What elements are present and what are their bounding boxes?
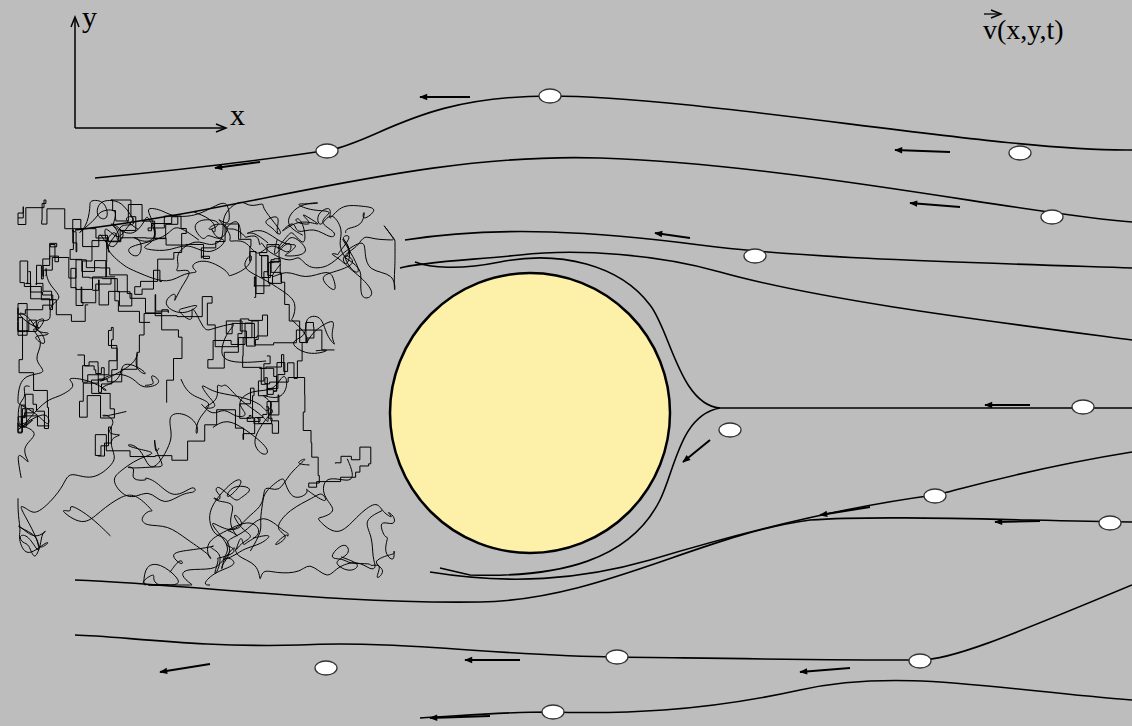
wake-trajectory [95, 388, 279, 460]
axis-label: x [230, 100, 245, 130]
wake-trajectory [145, 203, 291, 254]
wake-trajectory [63, 495, 268, 559]
flow-arrows [160, 97, 1040, 718]
wake-trajectory [101, 224, 335, 354]
wake-trajectory [18, 200, 186, 294]
wake-trajectory [18, 354, 159, 478]
coordinate-axes [75, 18, 225, 128]
wake-trajectory [208, 315, 371, 487]
velocity-label: v(x,y,t) [983, 16, 1064, 44]
vector-arrow [984, 13, 1000, 14]
wake-trajectory [201, 377, 286, 455]
tracer-particles [315, 89, 1121, 719]
axis-label: y [82, 2, 97, 32]
streamlines [75, 96, 1132, 718]
wake-trajectory [114, 379, 208, 501]
wake-trajectory [143, 511, 382, 585]
wake-trajectory [70, 219, 281, 293]
wake-trajectory [18, 268, 59, 424]
wake-trajectory [205, 459, 309, 585]
wake-trajectory [318, 459, 394, 578]
turbulent-wake [18, 200, 395, 585]
wake-trajectory [170, 479, 326, 573]
wake-trajectory [272, 206, 373, 290]
wake-trajectory [18, 272, 53, 433]
wake-trajectory [71, 241, 335, 350]
cylinder-obstacle [390, 273, 670, 553]
